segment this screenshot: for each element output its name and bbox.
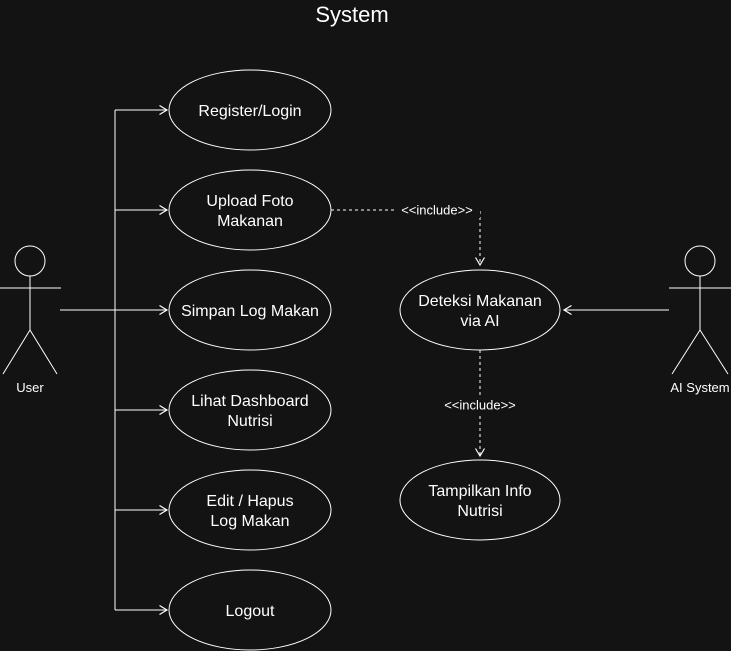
include-label: <<include>> (444, 398, 516, 413)
usecase-ellipse[interactable] (168, 569, 332, 651)
usecase-lihat-dashboard-nutrisi[interactable]: Lihat Dashboard Nutrisi (168, 369, 332, 451)
usecase-edit-hapus-log-makan[interactable]: Edit / Hapus Log Makan (168, 469, 332, 551)
page-title: System (315, 2, 388, 27)
actor-left-leg (671, 329, 701, 375)
usecase-label: Register/Login (198, 103, 301, 120)
usecase-tampilkan-info-nutrisi[interactable]: Tampilkan Info Nutrisi (399, 459, 561, 541)
include-label-background (394, 202, 480, 218)
usecase-label-line2: Log Makan (210, 513, 289, 530)
usecase-label-line1: Upload Foto (206, 193, 293, 210)
usecase-simpan-log-makan[interactable]: Simpan Log Makan (168, 269, 332, 351)
include-arrow-upload-to-deteksi (331, 209, 486, 267)
include-label: <<include>> (401, 203, 473, 218)
include-label-background (438, 397, 522, 413)
usecase-ellipse[interactable] (168, 369, 332, 451)
actor-head (14, 245, 46, 277)
usecase-label-line1: Tampilkan Info (428, 483, 531, 500)
usecase-ellipse[interactable] (168, 469, 332, 551)
usecase-label: Simpan Log Makan (181, 303, 319, 320)
actor-ai-system-label: AI System (670, 380, 729, 395)
actor-user-label: User (16, 380, 44, 395)
usecase-label-line1: Lihat Dashboard (191, 393, 308, 410)
usecase-logout[interactable]: Logout (168, 569, 332, 651)
usecase-ellipse[interactable] (168, 69, 332, 151)
usecase-label-line2: Nutrisi (457, 503, 502, 520)
actor-ai-system[interactable]: AI System (669, 245, 731, 395)
usecase-label: Logout (226, 603, 275, 620)
usecase-upload-foto-makanan[interactable]: Upload Foto Makanan (168, 169, 332, 251)
actor-user[interactable]: User (0, 245, 61, 395)
actor-head (684, 245, 716, 277)
usecase-register-login[interactable]: Register/Login (168, 69, 332, 151)
usecase-label-line1: Edit / Hapus (206, 493, 293, 510)
usecase-label-line2: Nutrisi (227, 413, 272, 430)
actor-right-leg (29, 329, 58, 375)
usecase-ellipse[interactable] (399, 269, 561, 351)
usecase-ellipse[interactable] (168, 269, 332, 351)
usecase-ellipse[interactable] (399, 459, 561, 541)
actor-right-leg (699, 329, 729, 375)
usecase-label-line2: Makanan (217, 213, 283, 230)
usecase-ellipse[interactable] (168, 169, 332, 251)
usecase-label-line2: via AI (460, 313, 499, 330)
usecase-label-line1: Deteksi Makanan (418, 293, 542, 310)
usecase-deteksi-makanan-via-ai[interactable]: Deteksi Makanan via AI (399, 269, 561, 351)
actor-left-leg (2, 329, 31, 375)
